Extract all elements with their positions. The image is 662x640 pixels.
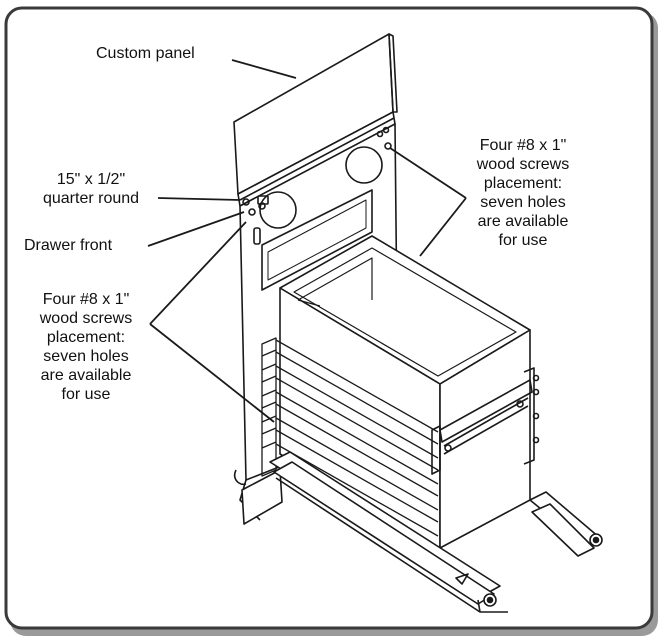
label-screws-left-line: wood screws bbox=[39, 310, 133, 327]
label-screws-right-line: placement: bbox=[483, 175, 563, 192]
label-quarter-round-line1: 15" x 1/2" bbox=[56, 171, 126, 188]
label-screws-left: Four #8 x 1" wood screws placement: seve… bbox=[10, 290, 162, 404]
label-screws-right-line: seven holes bbox=[480, 194, 566, 211]
label-screws-left-line: for use bbox=[61, 386, 111, 403]
leader-screws-right-a bbox=[389, 147, 467, 199]
label-screws-left-line: are available bbox=[40, 367, 132, 384]
label-screws-right-line: for use bbox=[498, 232, 548, 249]
leader-screws-right-b bbox=[419, 197, 467, 257]
leader-screws-left-b bbox=[149, 323, 275, 423]
leader-lines bbox=[147, 59, 467, 423]
leader-drawer-front bbox=[147, 211, 245, 247]
leader-quarter-round bbox=[157, 197, 241, 201]
label-screws-right-line: Four #8 x 1" bbox=[479, 137, 567, 154]
label-screws-left-line: Four #8 x 1" bbox=[42, 291, 130, 308]
label-custom-panel: Custom panel bbox=[96, 45, 195, 62]
screw-hole-circle-right bbox=[345, 146, 383, 184]
label-quarter-round: 15" x 1/2" quarter round bbox=[20, 170, 162, 208]
illustration bbox=[233, 33, 603, 613]
label-screws-left-line: seven holes bbox=[43, 348, 129, 365]
label-screws-right-line: wood screws bbox=[476, 156, 570, 173]
screw-hole-circle-left bbox=[259, 191, 297, 229]
label-screws-right-line: are available bbox=[477, 213, 569, 230]
leader-screws-left-a bbox=[149, 221, 247, 325]
bin-front-slats bbox=[261, 337, 439, 537]
label-screws-left-line: placement: bbox=[46, 329, 126, 346]
custom-panel-edge bbox=[388, 33, 398, 113]
leader-custom-panel bbox=[231, 59, 297, 79]
label-drawer-front: Drawer front bbox=[24, 237, 113, 254]
label-screws-right: Four #8 x 1" wood screws placement: seve… bbox=[448, 136, 598, 250]
drawer-front-cutout bbox=[261, 189, 373, 291]
drawer-slides bbox=[269, 451, 603, 613]
label-quarter-round-line2: quarter round bbox=[42, 190, 140, 207]
